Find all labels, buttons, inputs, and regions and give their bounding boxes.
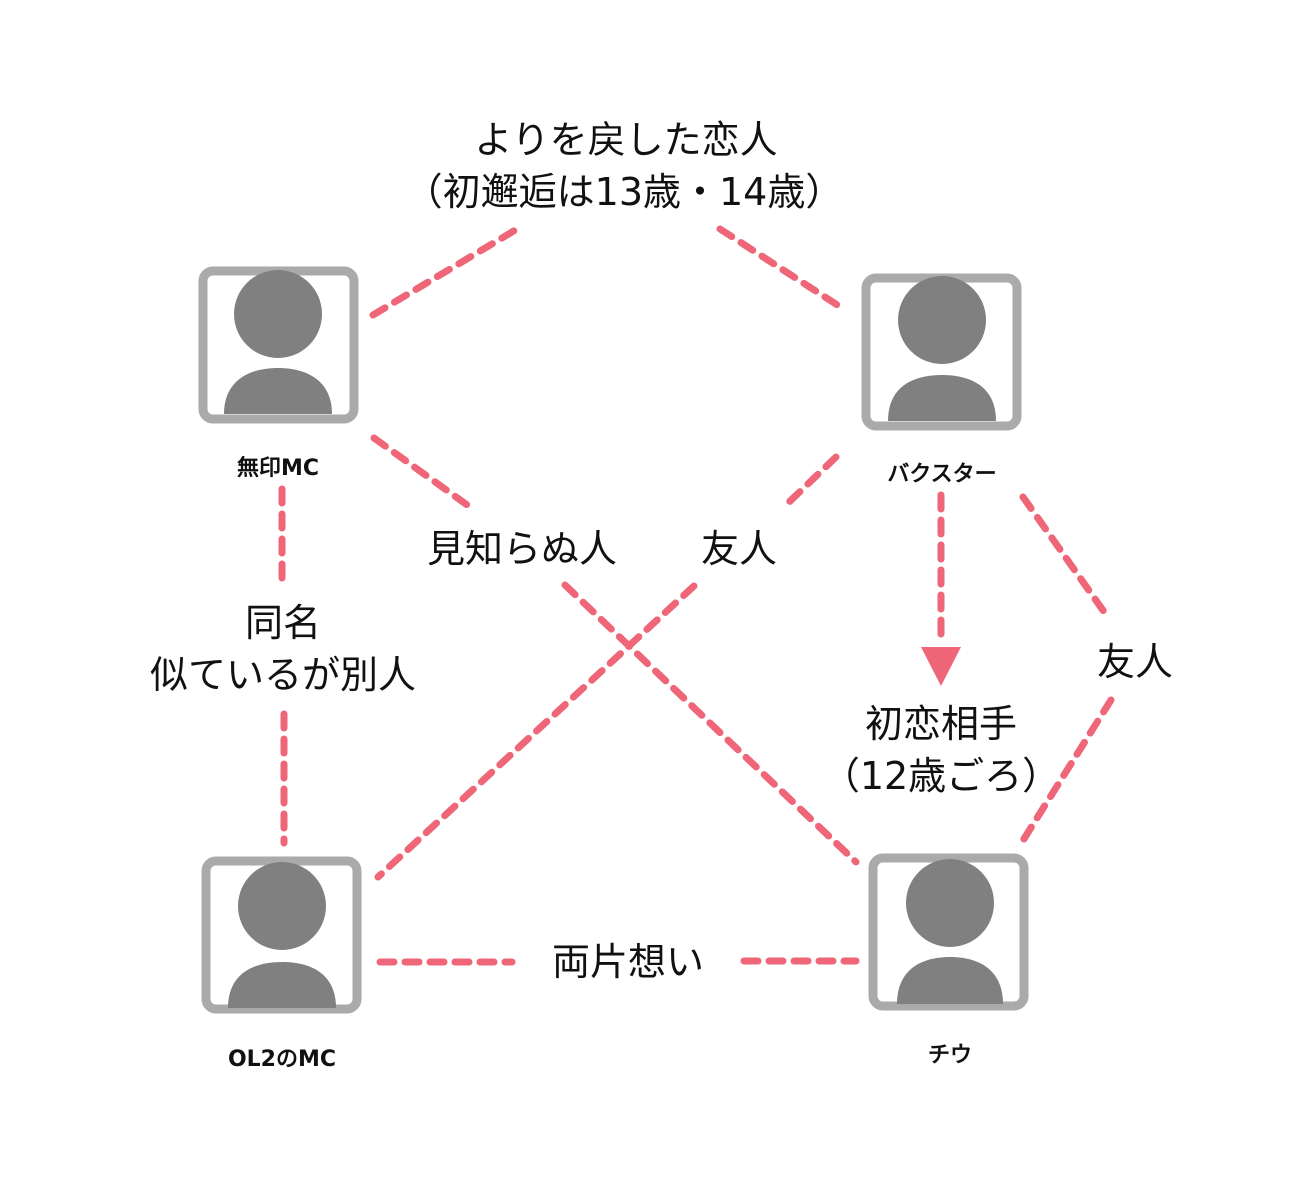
edge-label-friend-center: 友人 [701, 527, 777, 571]
edge-mujirushi-ol2 [278, 485, 288, 847]
edge-label-samename-line2: 似ているが別人 [150, 653, 416, 697]
edge-segment [716, 225, 849, 314]
person-silhouette-icon [224, 270, 332, 414]
node-label: OL2のMC [228, 1047, 336, 1072]
node-ol2-mc: OL2のMC [201, 856, 362, 1072]
edge-label-friend-right: 友人 [1097, 640, 1173, 684]
edge-segment [1019, 493, 1111, 620]
edge-label-lovers-line2: （初邂逅は13歳・14歳） [405, 170, 844, 214]
edge-segment [1018, 696, 1115, 846]
edge-label-mutual-crush: 両片想い [552, 940, 704, 984]
edge-label-samename-line1: 同名 [245, 601, 321, 645]
edge-ol2-chiu [376, 957, 860, 966]
edge-mujirushi-chiu [370, 434, 860, 866]
edge-segment [370, 434, 474, 511]
edge-baxter-chiu-firstlove [921, 491, 961, 686]
edge-baxter-ol2 [374, 453, 840, 881]
edge-label-stranger: 見知らぬ人 [427, 527, 617, 571]
arrowhead-icon [921, 647, 961, 686]
edge-baxter-chiu-friend [1018, 493, 1115, 846]
edge-label-firstlove-line2: （12歳ごろ） [822, 754, 1060, 798]
node-label: 無印MC [237, 455, 319, 481]
node-baxter: バクスター [861, 273, 1022, 487]
node-label: バクスター [887, 462, 996, 487]
edge-label-firstlove-line1: 初恋相手 [865, 702, 1017, 746]
person-silhouette-icon [897, 859, 1003, 1004]
node-mujirushi-mc: 無印MC [198, 266, 359, 481]
person-silhouette-icon [228, 862, 336, 1008]
edge-segment [782, 453, 840, 509]
edge-segment [369, 225, 521, 319]
node-label: チウ [928, 1043, 972, 1068]
person-silhouette-icon [888, 276, 996, 421]
edge-label-lovers-line1: よりを戻した恋人 [474, 118, 777, 162]
edge-segment [374, 582, 698, 881]
edge-mujirushi-baxter [369, 225, 849, 319]
node-chiu: チウ [868, 853, 1029, 1068]
edge-segment [561, 581, 860, 866]
